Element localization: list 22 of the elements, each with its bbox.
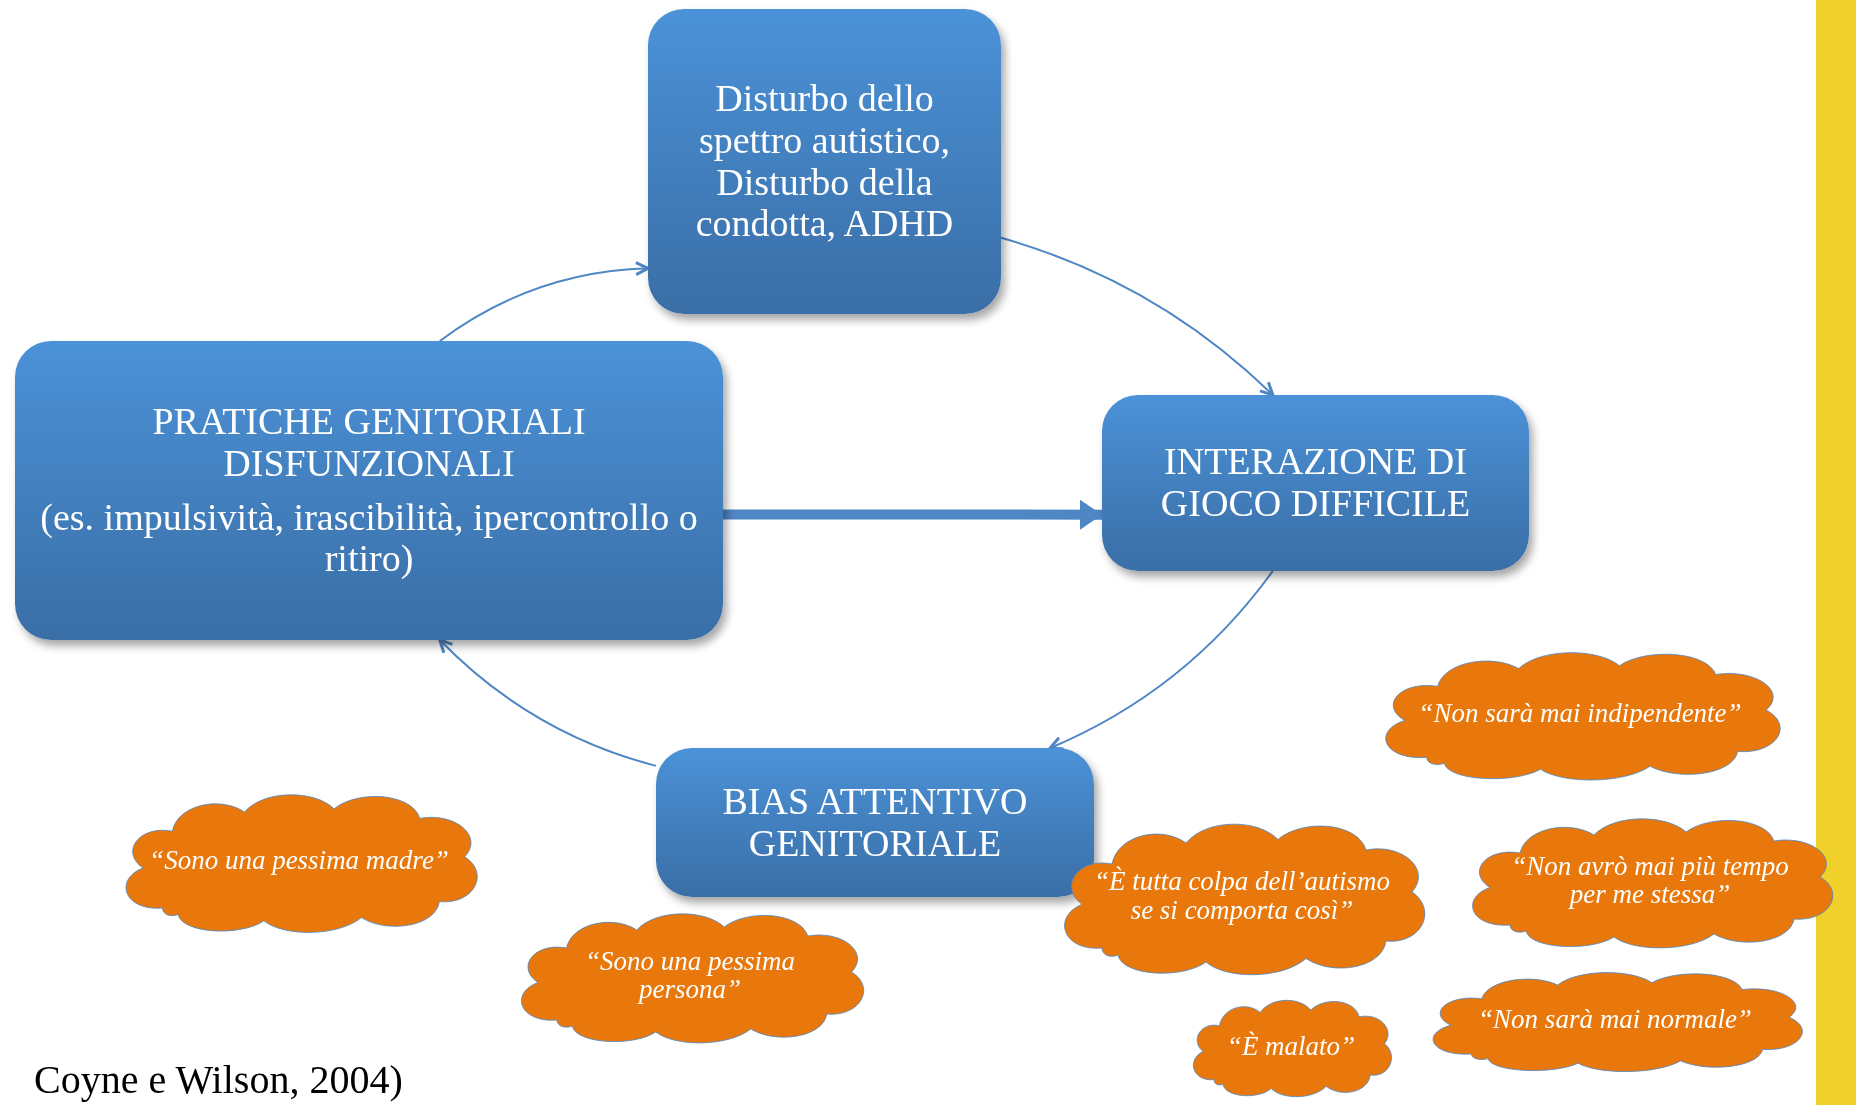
thought-text: “È tutta colpa dell’autismo se si comporta così” [1092, 867, 1392, 924]
arrow [438, 638, 657, 767]
box-text: PRATICHE GENITORIALI DISFUNZIONALI [151, 400, 587, 485]
thought-text: “Non sarà mai indipendente” [1418, 698, 1742, 728]
box-text: Disturbo dello spettro autistico, Disturbo della condotta, ADHD [694, 77, 955, 246]
box-text: INTERAZIONE DI GIOCO DIFFICILE [1159, 441, 1472, 525]
thought-text: “Non avrò mai più tempo per me stessa” [1510, 851, 1790, 909]
process-box [15, 341, 723, 640]
arrow [1000, 236, 1275, 397]
arrow [1048, 570, 1274, 751]
process-box [656, 748, 1094, 897]
arrow [723, 499, 1102, 530]
process-box [1102, 395, 1529, 571]
box-text: BIAS ATTENTIVO GENITORIALE [721, 780, 1029, 865]
thought-text: “Non sarà mai normale” [1478, 1005, 1752, 1034]
box-text: (es. impulsività, irascibilità, ipercontrollo o ritiro) [39, 496, 699, 581]
arrow [438, 261, 650, 342]
thought-text: “Sono una pessima persona” [584, 946, 796, 1004]
thought-text: “È malato” [1226, 1031, 1356, 1061]
citation-text: Coyne e Wilson, 2004) [34, 1058, 403, 1102]
thought-text: “Sono una pessima madre” [149, 845, 449, 875]
process-box [648, 9, 1001, 314]
